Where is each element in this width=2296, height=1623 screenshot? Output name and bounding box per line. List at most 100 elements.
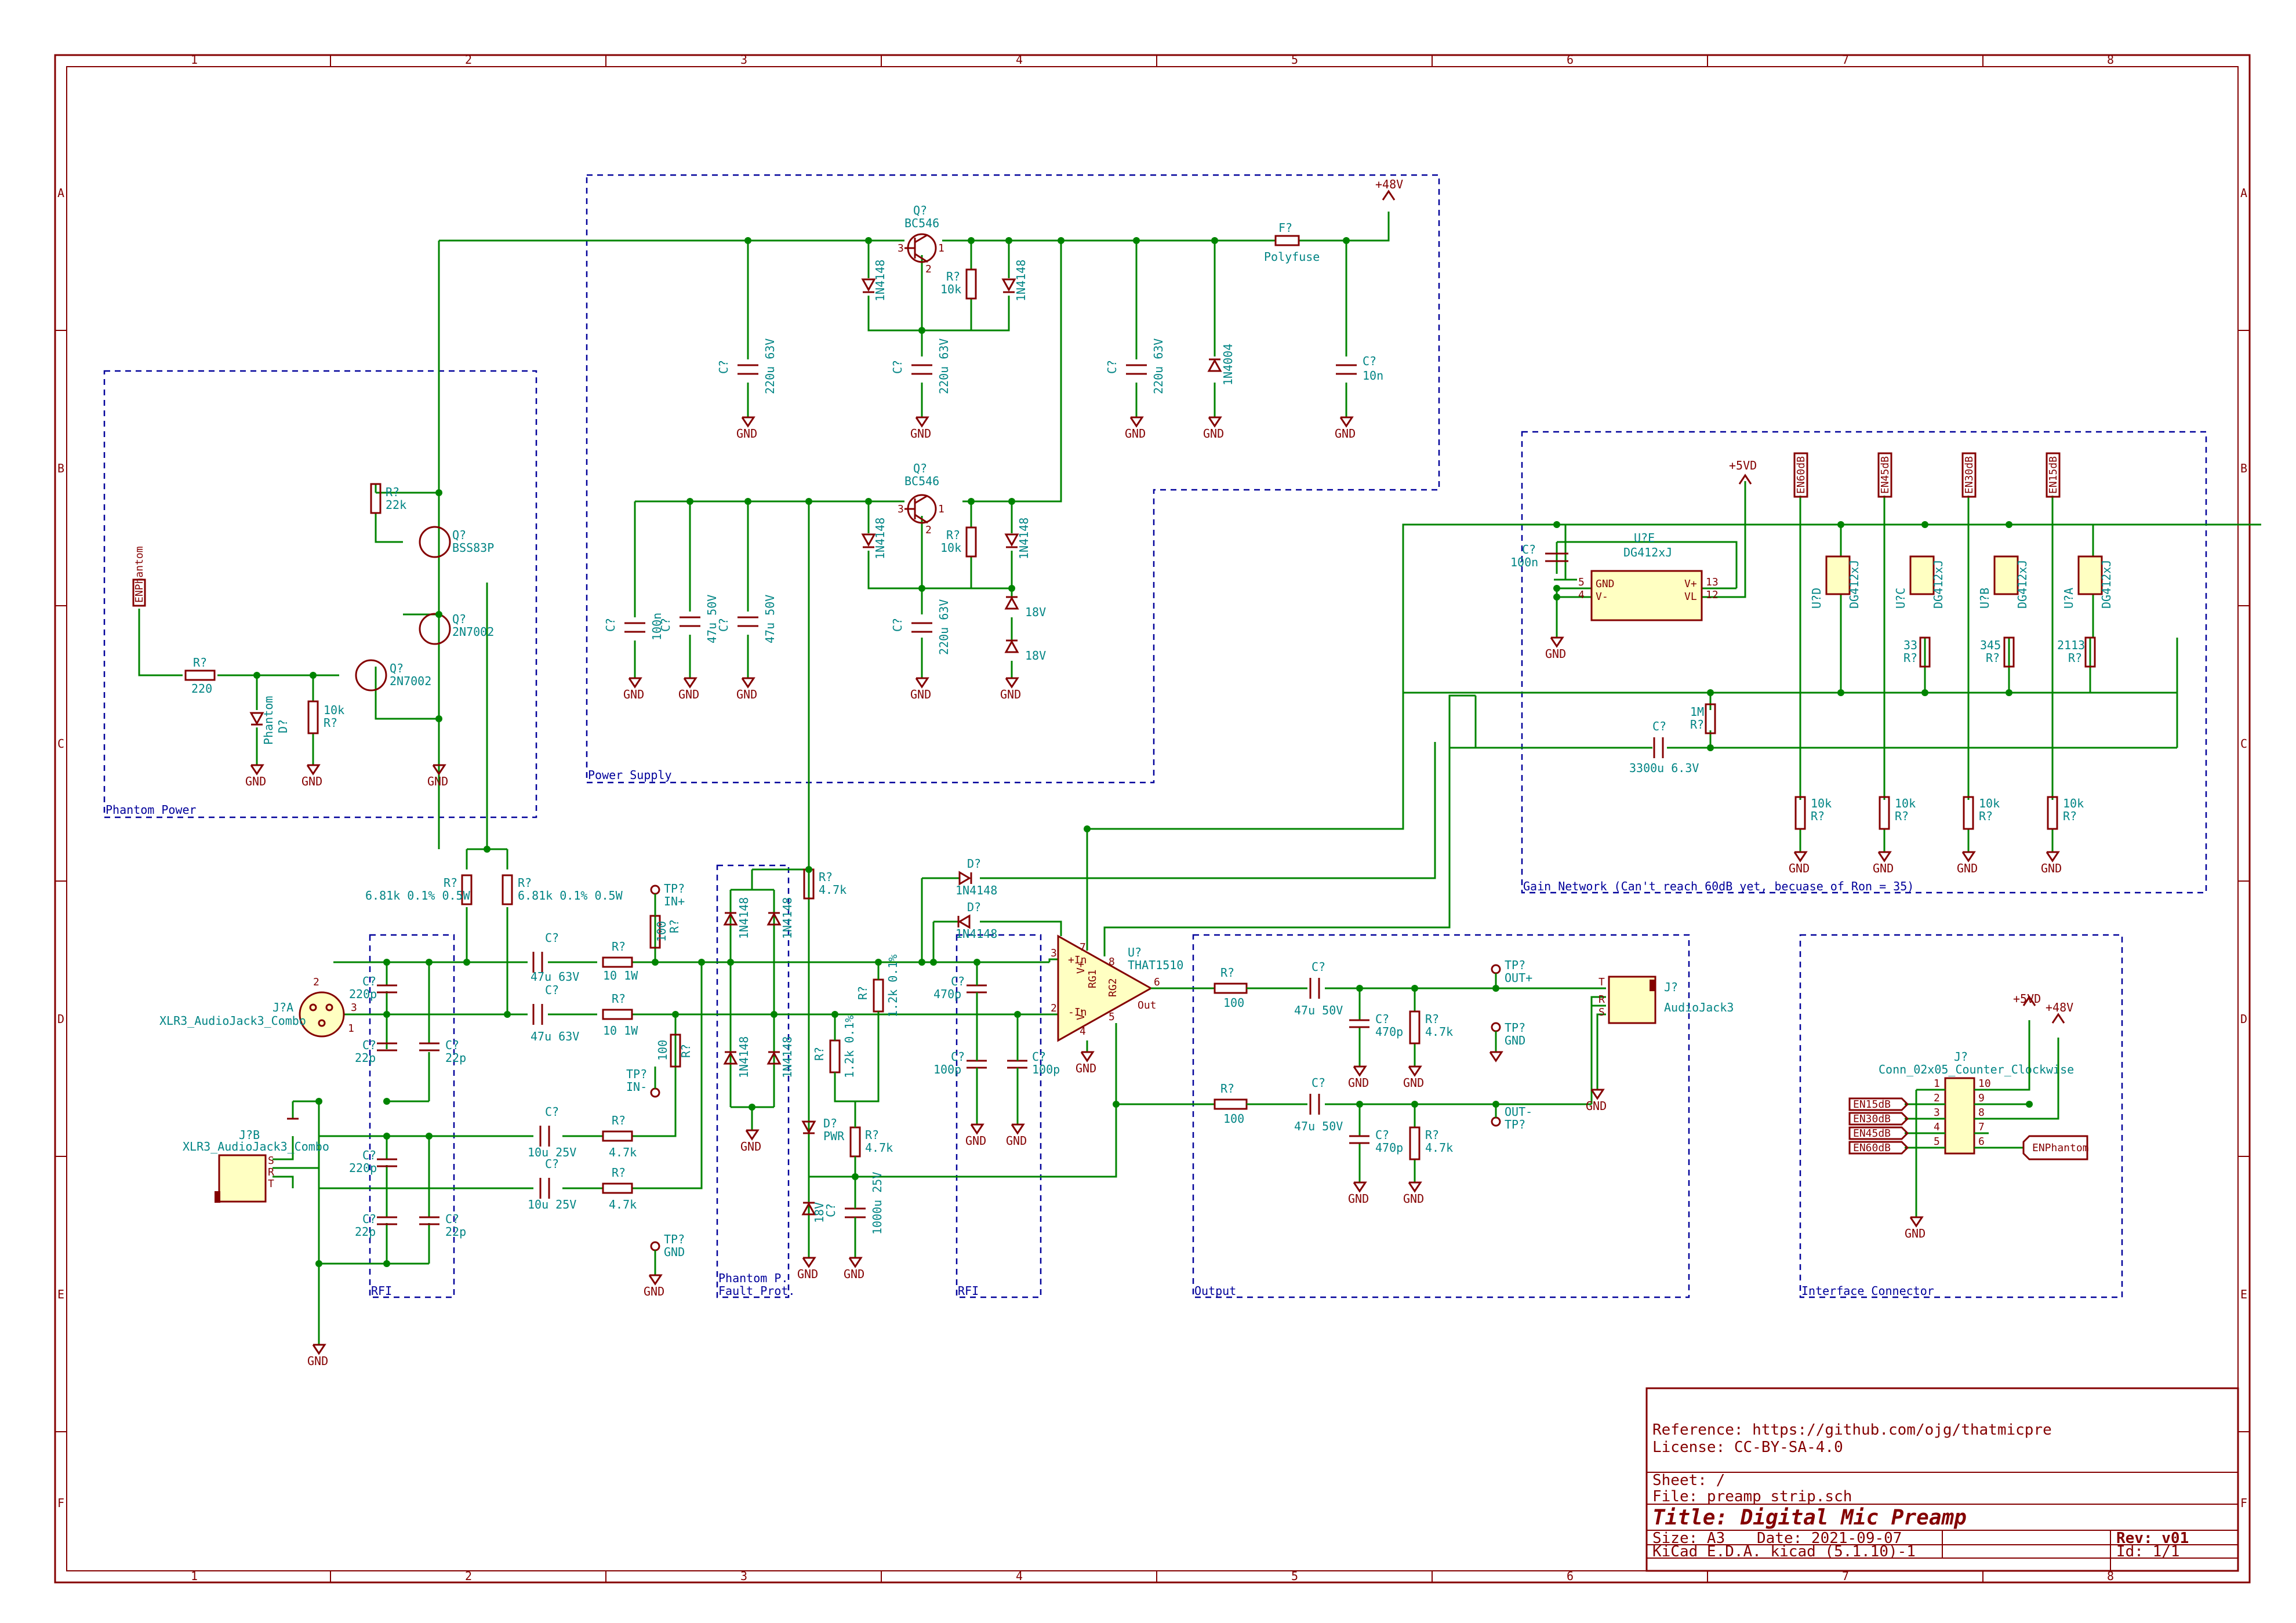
svg-text:1: 1	[938, 503, 944, 515]
svg-text:5: 5	[1109, 1011, 1115, 1023]
xlr-connector-icon[interactable]	[299, 991, 345, 1038]
svg-text:GND: GND	[1348, 1076, 1369, 1090]
junctions	[253, 237, 2033, 1267]
svg-text:1N4148: 1N4148	[737, 1036, 751, 1078]
svg-text:220p: 220p	[349, 1161, 377, 1175]
svg-text:C?: C?	[545, 983, 559, 997]
svg-text:220u 63V: 220u 63V	[763, 339, 777, 394]
svg-text:V+: V+	[1684, 578, 1697, 590]
col-label-1: 1	[191, 53, 198, 67]
svg-text:2: 2	[925, 263, 932, 275]
col-label-1-bottom: 1	[191, 1569, 198, 1583]
col-label-5: 5	[1291, 53, 1298, 67]
mosfet-bss83p	[419, 526, 451, 558]
svg-text:470p: 470p	[1375, 1141, 1403, 1155]
svg-text:R?: R?	[386, 485, 399, 499]
svg-text:GND: GND	[1076, 1061, 1096, 1075]
conn-02x05[interactable]	[1944, 1077, 1975, 1155]
phantom-power-box	[103, 370, 537, 818]
rfi-out-box	[956, 934, 1042, 1298]
svg-text:1N4148: 1N4148	[1014, 260, 1028, 301]
svg-text:1N4148: 1N4148	[780, 1036, 794, 1078]
svg-text:DG412xJ: DG412xJ	[1623, 545, 1672, 559]
svg-text:10u 25V: 10u 25V	[528, 1198, 576, 1211]
svg-text:GND: GND	[2041, 861, 2062, 875]
svg-text:13: 13	[1706, 576, 1719, 588]
svg-text:GND: GND	[1596, 578, 1615, 590]
svg-text:R?: R?	[2068, 651, 2082, 665]
svg-text:3: 3	[1051, 947, 1057, 959]
svg-text:EN45dB: EN45dB	[1853, 1127, 1891, 1140]
svg-text:T: T	[1599, 976, 1605, 988]
tb-date: Date: 2021-09-07	[1757, 1530, 1902, 1547]
svg-text:100p: 100p	[1032, 1062, 1060, 1076]
svg-text:7: 7	[1080, 941, 1086, 954]
svg-text:GND: GND	[644, 1284, 664, 1298]
svg-text:GND: GND	[910, 427, 931, 441]
dg412-power-unit	[1590, 570, 1703, 621]
tb-tool: KiCad E.D.A. kicad (5.1.10)-1	[1652, 1543, 1916, 1560]
cap-ps3: C? 220u 63V	[1105, 339, 1165, 394]
svg-text:GND: GND	[1000, 687, 1021, 701]
svg-text:D?: D?	[967, 857, 981, 871]
svg-text:R?: R?	[1425, 1128, 1439, 1142]
interface-connector: J? Conn_02x05_Counter_Clockwise 123 45 1…	[1848, 1020, 2089, 1217]
svg-text:8: 8	[1978, 1107, 1985, 1119]
svg-text:R?: R?	[1690, 718, 1704, 732]
q-top-ref: Q?	[913, 203, 927, 217]
svg-text:GND: GND	[1006, 1134, 1027, 1148]
svg-text:47u 50V: 47u 50V	[763, 595, 777, 643]
svg-text:10k: 10k	[940, 282, 961, 296]
amp-section: C?470p C?100p C?100p +In-In RG1 RG2 V+ V…	[896, 523, 1565, 1178]
svg-text:THAT1510: THAT1510	[1128, 958, 1183, 972]
svg-text:C?: C?	[891, 360, 904, 374]
svg-text:D?: D?	[823, 1116, 837, 1130]
svg-text:R: R	[1599, 994, 1605, 1006]
svg-text:V+: V+	[1075, 961, 1087, 974]
svg-text:R?: R?	[612, 1166, 626, 1180]
svg-text:7: 7	[1978, 1121, 1985, 1133]
svg-text:220p: 220p	[349, 987, 377, 1001]
svg-text:PWR: PWR	[823, 1129, 845, 1143]
svg-text:10k: 10k	[1811, 796, 1832, 810]
svg-text:S: S	[1599, 1006, 1605, 1018]
gain-network: U?D DG412xJ U?C DG412xJ U?B DG412xJ U?A …	[1402, 452, 2261, 852]
tb-reference: Reference: https://github.com/ojg/thatmi…	[1652, 1421, 2052, 1439]
svg-text:OUT+: OUT+	[1505, 971, 1532, 985]
svg-text:R?: R?	[1986, 651, 2000, 665]
svg-text:6: 6	[1978, 1136, 1985, 1148]
svg-text:470p: 470p	[933, 987, 961, 1001]
svg-text:R?: R?	[1903, 651, 1917, 665]
en30-label: EN30dB	[1963, 456, 1975, 494]
svg-text:470p: 470p	[1375, 1025, 1403, 1039]
jack-b-connector-icon[interactable]	[218, 1154, 267, 1203]
svg-text:GND: GND	[1905, 1227, 1926, 1240]
svg-text:OUT-: OUT-	[1505, 1105, 1532, 1119]
q-top-val: BC546	[904, 216, 939, 230]
svg-text:22p: 22p	[445, 1225, 466, 1239]
svg-text:GND: GND	[307, 1354, 328, 1368]
svg-text:18V: 18V	[1025, 605, 1046, 619]
svg-text:U?C: U?C	[1894, 588, 1908, 609]
svg-text:GND: GND	[1203, 427, 1224, 441]
col-label-3: 3	[740, 53, 747, 67]
power-symbols: +48V +48V +5VD +5VD	[245, 177, 2073, 1368]
svg-text:GND: GND	[1957, 861, 1978, 875]
svg-text:GND: GND	[664, 1245, 685, 1259]
svg-text:EN15dB: EN15dB	[1853, 1098, 1891, 1111]
col-label-6-bottom: 6	[1567, 1569, 1574, 1583]
col-label-4-bottom: 4	[1016, 1569, 1023, 1583]
svg-text:C?: C?	[1375, 1128, 1389, 1142]
svg-text:1N4148: 1N4148	[780, 897, 794, 939]
svg-text:R?: R?	[612, 1113, 626, 1127]
row-label-C: C	[57, 737, 64, 751]
svg-text:1: 1	[1934, 1078, 1940, 1090]
svg-text:4.7k: 4.7k	[1425, 1141, 1453, 1155]
svg-text:C?: C?	[362, 1212, 376, 1226]
audio-jack-icon[interactable]	[1608, 976, 1656, 1024]
svg-text:1N4148: 1N4148	[873, 518, 887, 559]
svg-text:R?: R?	[444, 876, 457, 890]
sheet-frame: 1 2 3 4 5 6 7 8 1 2 3 4 5 6 7 8 A B C D …	[54, 53, 2251, 1584]
svg-text:Q?: Q?	[452, 612, 466, 626]
